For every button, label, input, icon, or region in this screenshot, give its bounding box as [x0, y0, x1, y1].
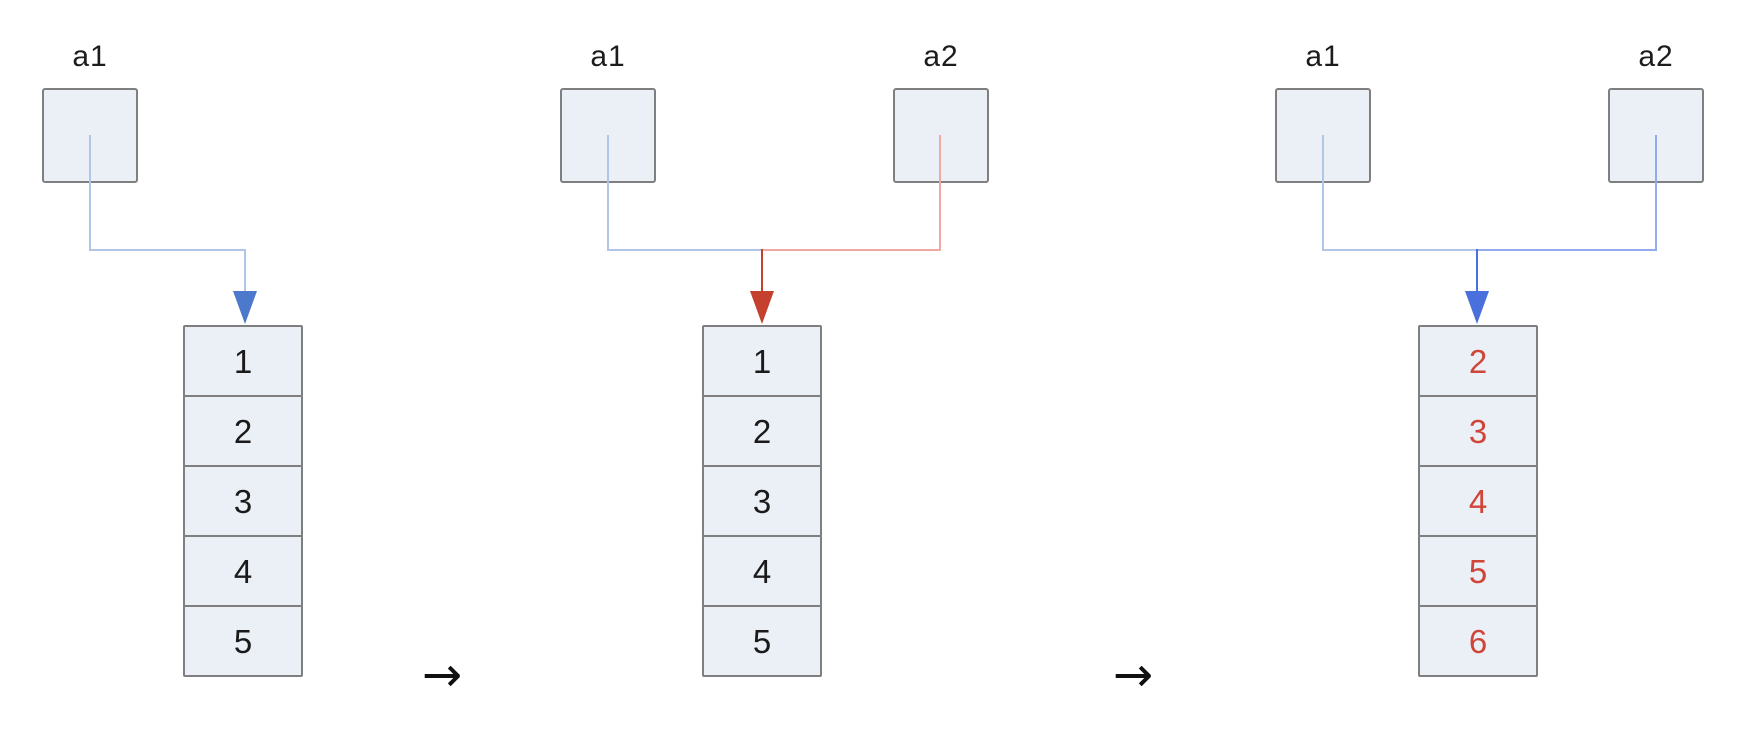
reference-line-a2 [1478, 135, 1657, 251]
reference-arrowhead-icon [1465, 291, 1489, 324]
list-cell: 6 [1418, 605, 1538, 677]
list-cell: 3 [1418, 395, 1538, 467]
list-cell: 3 [183, 465, 303, 537]
var-label-a1: a1 [72, 40, 108, 73]
list-cell: 1 [183, 325, 303, 397]
list-panel3: 2 3 4 5 6 [1418, 325, 1538, 677]
list-cell: 2 [183, 395, 303, 467]
list-cell: 5 [183, 605, 303, 677]
var-label-a1: a1 [1305, 40, 1341, 73]
transition-arrow-icon: → [421, 647, 463, 703]
list-cell: 2 [702, 395, 822, 467]
reference-line-a1 [89, 135, 246, 294]
list-cell: 4 [1418, 465, 1538, 537]
transition-arrow-icon: → [1112, 647, 1154, 703]
list-panel2: 1 2 3 4 5 [702, 325, 822, 677]
reference-arrowhead-icon [750, 291, 774, 324]
reference-line-a1 [607, 135, 761, 251]
list-cell: 5 [702, 605, 822, 677]
list-cell: 3 [702, 465, 822, 537]
reference-line-a1 [1322, 135, 1476, 251]
list-cell: 1 [702, 325, 822, 397]
list-cell: 5 [1418, 535, 1538, 607]
reference-arrowhead-icon [233, 291, 257, 324]
reference-line-a2 [762, 135, 941, 251]
list-cell: 4 [702, 535, 822, 607]
list-panel1: 1 2 3 4 5 [183, 325, 303, 677]
var-label-a2: a2 [1638, 40, 1674, 73]
var-label-a1: a1 [590, 40, 626, 73]
list-cell: 4 [183, 535, 303, 607]
list-cell: 2 [1418, 325, 1538, 397]
var-label-a2: a2 [923, 40, 959, 73]
